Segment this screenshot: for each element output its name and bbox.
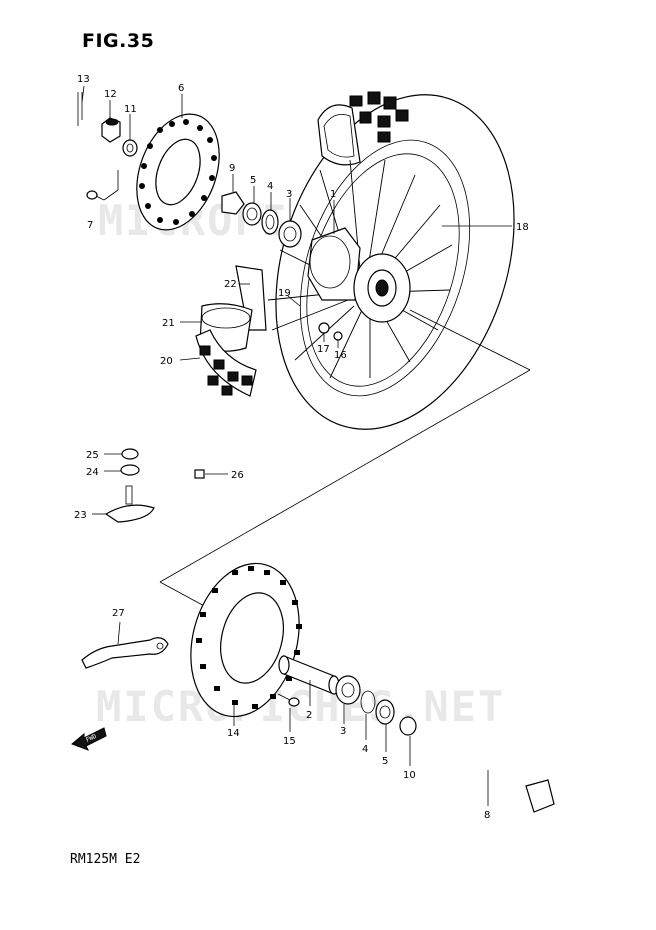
callout-9: 9 (229, 163, 235, 174)
callout-23: 23 (74, 510, 87, 521)
hub-bearing-stack-top (221, 191, 302, 248)
callout-11: 11 (124, 104, 137, 115)
callout-4-top: 4 (267, 181, 273, 192)
disc-bolt (86, 170, 119, 201)
callout-17: 17 (317, 344, 330, 355)
callout-4-bottom: 4 (362, 744, 368, 755)
callout-3-top: 3 (286, 189, 292, 200)
callout-labels: 13 12 11 6 9 5 4 3 1 7 18 22 19 21 17 16… (74, 74, 529, 821)
wheel-spacer (278, 655, 340, 695)
callout-6: 6 (178, 83, 184, 94)
axle-nut (101, 117, 121, 143)
callout-8: 8 (484, 810, 490, 821)
hub-bearing-stack-bottom (335, 675, 417, 736)
model-code: RM125M E2 (70, 852, 141, 867)
callout-16: 16 (334, 350, 347, 361)
callout-5-top: 5 (250, 175, 256, 186)
forward-arrow-icon: FWD (71, 727, 107, 751)
rim-lock-nut (318, 322, 330, 334)
callout-26: 26 (231, 470, 244, 481)
figure-title: FIG.35 (82, 30, 155, 52)
washer (122, 139, 138, 157)
callout-27: 27 (112, 608, 125, 619)
brake-disc (136, 113, 220, 231)
rear-axle (435, 738, 555, 813)
rear-wheel (195, 91, 515, 430)
callout-21: 21 (162, 318, 175, 329)
rear-sprocket (190, 562, 302, 718)
spoke-wrench (81, 637, 169, 669)
callout-18: 18 (516, 222, 529, 233)
fwd-label: FWD (85, 733, 98, 744)
watermark-bottom: MICROFICHES.NET (96, 682, 506, 731)
callout-15: 15 (283, 736, 296, 747)
callout-25: 25 (86, 450, 99, 461)
valve-nut (333, 331, 343, 341)
callout-7: 7 (87, 220, 93, 231)
tire-tread-left (199, 345, 253, 396)
rim-lock-parts (104, 448, 205, 523)
callout-10: 10 (403, 770, 416, 781)
callout-5-bottom: 5 (382, 756, 388, 767)
callout-13: 13 (77, 74, 90, 85)
cotter-pin (77, 92, 83, 126)
callout-22: 22 (224, 279, 237, 290)
callout-19: 19 (278, 288, 291, 299)
callout-20: 20 (160, 356, 173, 367)
tire-tread (349, 91, 409, 143)
callout-12: 12 (104, 89, 117, 100)
callout-3-bottom: 3 (340, 726, 346, 737)
callout-14: 14 (227, 728, 240, 739)
callout-2: 2 (306, 710, 312, 721)
sprocket-bolt (277, 693, 300, 707)
callout-1: 1 (330, 189, 336, 200)
leader-lines (81, 85, 512, 806)
callout-24: 24 (86, 467, 99, 478)
